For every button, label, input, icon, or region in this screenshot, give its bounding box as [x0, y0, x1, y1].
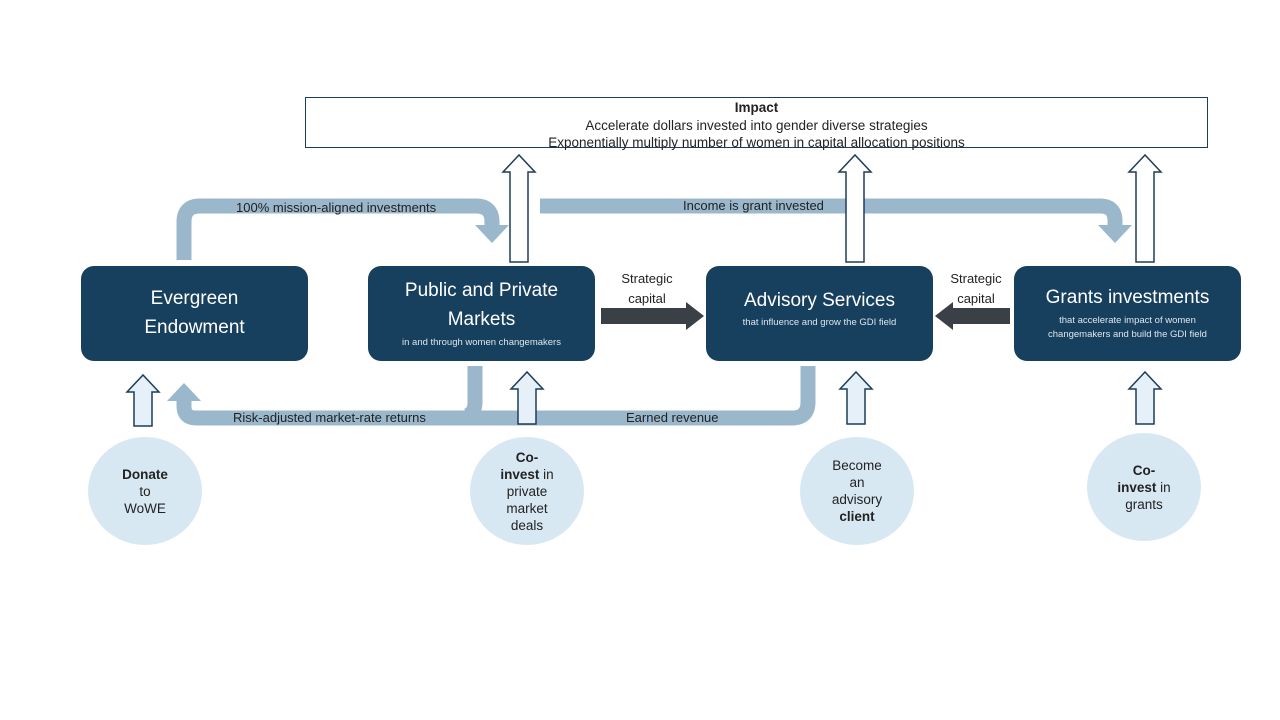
public-private-markets-node: Public and Private Markets in and throug… — [368, 266, 595, 361]
mission-aligned-label: 100% mission-aligned investments — [236, 200, 437, 215]
markets-subtitle: in and through women changemakers — [402, 337, 561, 348]
donate-circle: Donate to WoWE — [88, 437, 202, 545]
advisory-services-node: Advisory Services that influence and gro… — [706, 266, 933, 361]
donate-up-arrow — [125, 373, 161, 427]
coinvest-private-inline: in — [539, 466, 554, 482]
grants-investments-node: Grants investments that accelerate impac… — [1014, 266, 1241, 361]
earned-revenue-label: Earned revenue — [626, 410, 719, 425]
returns-arrowhead — [167, 383, 201, 401]
advisory-subtitle: that influence and grow the GDI field — [742, 317, 897, 328]
coinvest-private-line-1: private — [506, 483, 548, 499]
strategic-capital-right-label: Strategic capital — [935, 269, 1017, 309]
strategic-capital-left-label: Strategic capital — [606, 269, 688, 309]
coinvest-private-up-arrow — [509, 370, 545, 425]
strategic-capital-arrow-right — [935, 302, 1010, 330]
impact-box: Impact Accelerate dollars invested into … — [305, 97, 1208, 150]
grants-subtitle-2: changemakers and build the GDI field — [1048, 329, 1207, 340]
advisory-client-circle: Become an advisory client — [800, 437, 914, 545]
evergreen-endowment-node: Evergreen Endowment — [81, 266, 308, 361]
endowment-title-1: Evergreen — [150, 288, 239, 309]
coinvest-grants-inline: in — [1156, 479, 1171, 495]
strategic-capital-right-line-1: Strategic — [950, 271, 1002, 286]
impact-line-2: Exponentially multiply number of women i… — [548, 135, 965, 150]
coinvest-private-bold-2: invest — [500, 466, 540, 482]
strategic-capital-arrow-left — [601, 302, 704, 330]
markets-return-connector — [463, 366, 483, 424]
mission-aligned-flow-band — [176, 198, 500, 260]
markets-title-2: Markets — [447, 309, 516, 330]
risk-adjusted-label: Risk-adjusted market-rate returns — [233, 410, 426, 425]
coinvest-grants-circle: Co- invest in grants — [1087, 433, 1201, 541]
markets-impact-up-arrow — [501, 153, 537, 263]
donate-line-1: to — [139, 483, 151, 499]
impact-title: Impact — [734, 100, 779, 115]
advisory-client-line-2: an — [849, 475, 865, 490]
grants-subtitle-1: that accelerate impact of women — [1059, 315, 1196, 326]
mission-aligned-arrowhead — [475, 225, 509, 243]
donate-line-2: WoWE — [124, 500, 166, 516]
endowment-title-2: Endowment — [144, 317, 245, 338]
income-grant-arrowhead — [1098, 225, 1132, 243]
coinvest-grants-bold-2: invest — [1117, 479, 1157, 495]
advisory-client-line-1: Become — [832, 458, 882, 473]
coinvest-private-circle: Co- invest in private market deals — [470, 437, 584, 545]
grants-impact-up-arrow — [1127, 153, 1163, 263]
strategic-capital-left-line-1: Strategic — [621, 271, 673, 286]
coinvest-grants-line-1: grants — [1125, 496, 1163, 512]
strategic-capital-right-line-2: capital — [957, 291, 995, 306]
coinvest-grants-up-arrow — [1127, 370, 1163, 425]
strategic-capital-left-line-2: capital — [628, 291, 666, 306]
coinvest-private-line-2: market — [506, 500, 548, 516]
impact-line-1: Accelerate dollars invested into gender … — [585, 117, 928, 133]
advisory-client-line-3: advisory — [831, 492, 883, 507]
advisory-impact-up-arrow — [837, 153, 873, 263]
coinvest-private-bold-1: Co- — [515, 449, 539, 465]
advisory-client-bold: client — [839, 509, 875, 524]
coinvest-private-line-3: deals — [510, 517, 544, 533]
coinvest-grants-bold-1: Co- — [1132, 462, 1156, 478]
income-grant-label: Income is grant invested — [683, 198, 824, 213]
returns-flow-band — [176, 366, 816, 426]
advisory-title: Advisory Services — [744, 290, 895, 311]
donate-bold: Donate — [122, 466, 168, 482]
income-grant-flow-band — [540, 198, 1123, 226]
markets-title-1: Public and Private — [404, 280, 559, 301]
grants-title: Grants investments — [1045, 287, 1210, 308]
advisory-client-up-arrow — [838, 370, 874, 425]
